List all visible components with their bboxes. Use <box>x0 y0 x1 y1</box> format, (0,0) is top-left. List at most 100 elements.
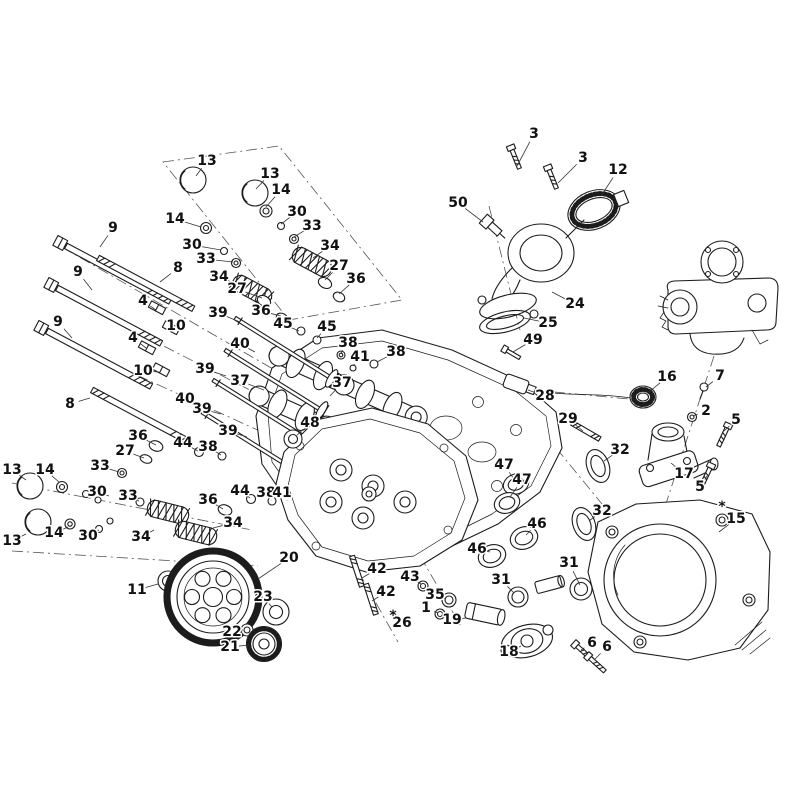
hose-clamp-12 <box>567 189 630 231</box>
callout-14: 14 <box>165 211 185 227</box>
leader-line-39 <box>236 433 248 438</box>
callout-2: 2 <box>701 403 711 419</box>
callout-5: 5 <box>695 479 705 495</box>
leader-line-33 <box>214 259 234 263</box>
callout-39: 39 <box>218 423 237 439</box>
callout-13: 13 <box>2 533 21 549</box>
seal-rings-46-47 <box>477 473 539 568</box>
leader-line-36 <box>215 504 224 510</box>
callout-40: 40 <box>230 336 250 352</box>
leader-line-32 <box>588 516 596 522</box>
leader-line-25 <box>523 317 540 322</box>
leader-line-33 <box>293 230 305 238</box>
callout-10: 10 <box>133 363 153 379</box>
callout-10: 10 <box>166 318 186 334</box>
callout-38: 38 <box>198 439 217 455</box>
callout-33: 33 <box>118 488 137 504</box>
leader-line-11 <box>145 583 159 588</box>
leader-line-29 <box>574 424 584 432</box>
callout-44: 44 <box>230 483 250 499</box>
leader-line-7 <box>705 381 714 388</box>
callout-4: 4 <box>138 293 148 309</box>
leader-line-44 <box>190 446 199 452</box>
callout-40: 40 <box>175 391 195 407</box>
leader-line-30 <box>280 217 291 225</box>
callout-18: 18 <box>499 644 518 660</box>
callout-29: 29 <box>558 411 577 427</box>
callout-36: 36 <box>251 303 270 319</box>
leader-line-8 <box>159 273 172 283</box>
leader-line-12 <box>600 177 614 197</box>
callout-12: 12 <box>608 162 627 178</box>
callout-46: 46 <box>527 516 546 532</box>
callout-39: 39 <box>192 401 211 417</box>
callout-36: 36 <box>346 271 365 287</box>
leader-line-4 <box>150 305 157 311</box>
callout-42: 42 <box>376 584 395 600</box>
leader-line-50 <box>464 208 484 223</box>
leader-line-35 <box>443 597 447 600</box>
callout-36: 36 <box>198 492 217 508</box>
callout-17: 17 <box>674 466 693 482</box>
leader-line-13 <box>19 474 27 481</box>
callout-45: 45 <box>273 316 292 332</box>
oring-1 <box>434 608 446 620</box>
gasket-32b <box>571 507 597 541</box>
tensioner-body-18 <box>500 623 554 659</box>
callout-32: 32 <box>592 503 611 519</box>
callout-32: 32 <box>610 442 629 458</box>
leader-line-16 <box>648 382 661 393</box>
callout-34: 34 <box>131 529 151 545</box>
oring-2 <box>686 411 698 423</box>
leader-line-14 <box>62 526 69 530</box>
callout-37: 37 <box>332 375 351 391</box>
leader-line-9 <box>63 328 73 339</box>
callout-14: 14 <box>35 462 55 478</box>
sensor-28 <box>502 373 637 400</box>
leader-line-48 <box>296 428 304 436</box>
leader-line-8 <box>78 397 91 402</box>
callout-38: 38 <box>338 335 357 351</box>
leader-line-49 <box>512 344 526 353</box>
plunger-19 <box>464 602 506 626</box>
leader-line-40 <box>247 347 256 353</box>
leader-line-33 <box>108 468 120 473</box>
callout-1: 1 <box>421 600 431 616</box>
leader-line-42 <box>371 596 379 602</box>
callout-36: 36 <box>128 428 147 444</box>
callout-6: 6 <box>587 635 597 651</box>
callout-7: 7 <box>715 368 725 384</box>
callout-48: 48 <box>300 415 319 431</box>
leader-line-13 <box>195 168 203 177</box>
leader-line-32 <box>603 454 613 462</box>
asterisk-mark: * <box>718 499 726 515</box>
leader-line-27 <box>245 291 263 299</box>
callout-9: 9 <box>108 220 118 236</box>
leader-line-39 <box>213 371 227 377</box>
callout-leader-lines <box>19 141 730 661</box>
callout-39: 39 <box>195 361 214 377</box>
leader-line-6 <box>580 647 585 651</box>
carburetor <box>657 240 779 355</box>
callout-14: 14 <box>271 182 291 198</box>
leader-line-5 <box>723 425 730 432</box>
leader-line-37 <box>329 389 337 397</box>
bolt-49 <box>500 344 522 361</box>
callout-9: 9 <box>73 264 83 280</box>
leader-line-45 <box>291 327 300 332</box>
tensioner-group <box>349 554 609 675</box>
gasket-32a <box>585 449 611 483</box>
callout-47: 47 <box>494 457 513 473</box>
callout-31: 31 <box>559 555 578 571</box>
valve-bit-7 <box>699 382 709 400</box>
leader-line-10 <box>168 329 171 332</box>
callout-13: 13 <box>260 166 279 182</box>
callout-15: 15 <box>726 511 745 527</box>
leader-line-41 <box>352 363 355 367</box>
leader-line-36 <box>338 284 350 295</box>
callout-13: 13 <box>2 462 21 478</box>
callout-33: 33 <box>90 458 109 474</box>
leader-line-9 <box>99 235 109 248</box>
